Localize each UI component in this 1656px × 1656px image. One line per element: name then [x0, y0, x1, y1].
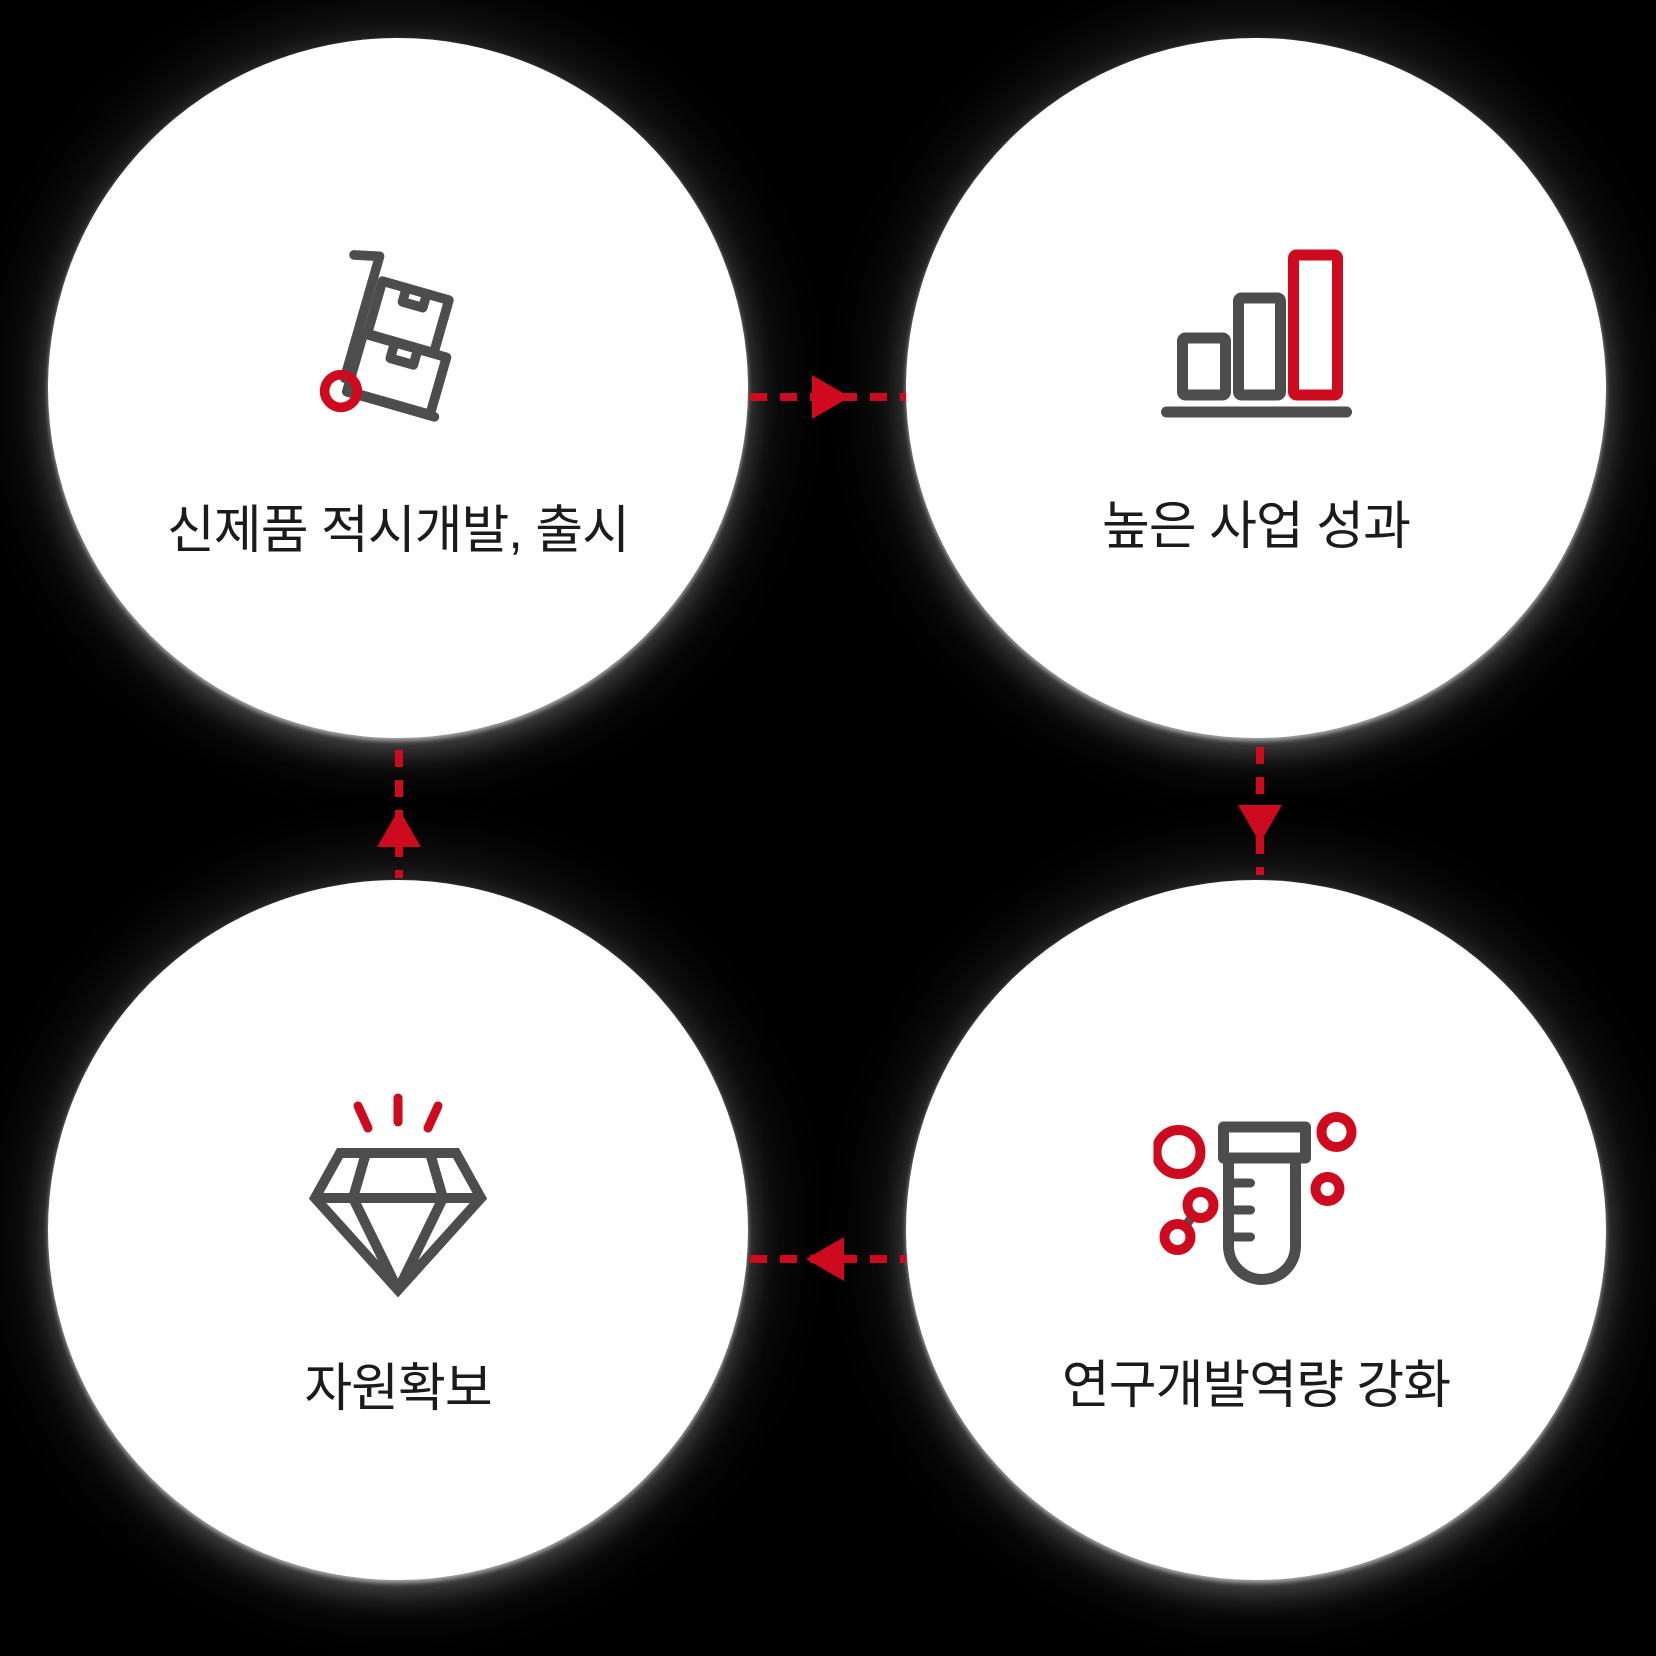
node-label: 연구개발역량 강화 [1061, 1357, 1451, 1415]
flow-arrow-left-icon [748, 1234, 908, 1289]
cycle-node-rnd-capability: 연구개발역량 강화 [906, 880, 1606, 1580]
flow-arrow-right-icon [748, 372, 908, 427]
flow-arrow-up-icon [374, 748, 424, 885]
cycle-node-business-performance: 높은 사업 성과 [906, 38, 1606, 738]
node-label: 자원확보 [304, 1360, 492, 1418]
flow-arrow-down-icon [1235, 745, 1285, 882]
node-label: 높은 사업 성과 [1102, 498, 1411, 556]
node-label: 신제품 적시개발, 출시 [167, 502, 630, 560]
test-tube-icon [1151, 1098, 1359, 1313]
cycle-node-resources: 자원확보 [48, 880, 748, 1580]
bar-chart-icon [1159, 245, 1354, 425]
diamond-icon [306, 1090, 490, 1305]
hand-truck-icon [302, 240, 494, 437]
cycle-node-new-product: 신제품 적시개발, 출시 [48, 38, 748, 738]
